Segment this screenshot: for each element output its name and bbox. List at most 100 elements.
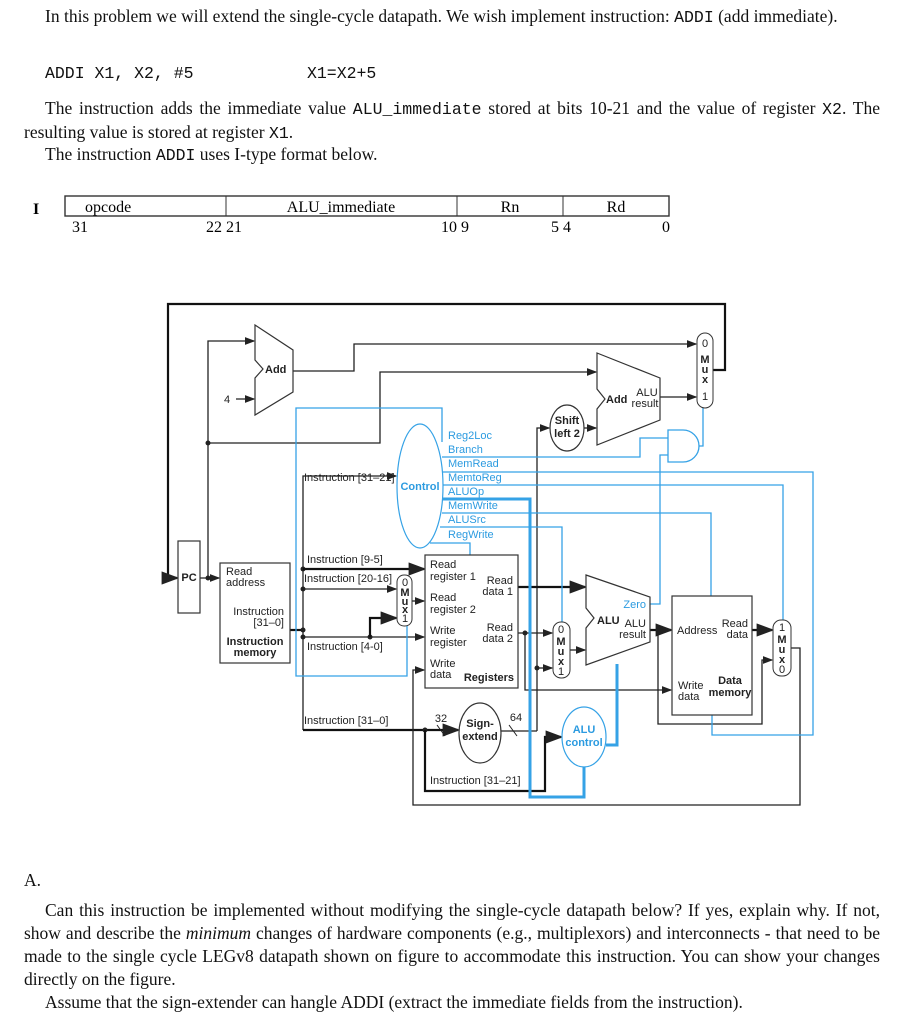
intro-paragraph-1: In this problem we will extend the singl… <box>24 5 880 29</box>
mux-label: 1 <box>558 666 564 678</box>
alu-control <box>561 706 607 768</box>
mux-label: M <box>777 634 786 646</box>
dm-name: Data <box>718 675 743 687</box>
mux-label: 1 <box>779 622 785 634</box>
bit-label: 5 4 <box>551 219 571 236</box>
mux-label: M <box>556 636 565 648</box>
mux-label: M <box>400 587 409 599</box>
signal-memtoreg: MemtoReg <box>448 472 502 484</box>
format-type: I <box>33 201 39 218</box>
dm-label: Read <box>722 618 748 630</box>
wire-label: Instruction [4-0] <box>307 641 383 653</box>
reg2loc-mux <box>396 574 413 627</box>
text: (add immediate). <box>713 6 838 26</box>
mux-label: 0 <box>402 577 408 589</box>
and-gate <box>667 429 700 463</box>
alu <box>585 574 651 666</box>
mux-label: u <box>402 596 409 608</box>
code: ALU_immediate <box>352 100 482 119</box>
reg-label: data 2 <box>482 633 513 645</box>
alusrc-mux <box>552 621 571 679</box>
reg-label: Write <box>430 625 455 637</box>
bit-label: 31 <box>72 219 88 236</box>
pc-source-mux <box>696 332 714 409</box>
mux-label: 0 <box>779 664 785 676</box>
text: stored at bits 10-21 and the value of re… <box>481 98 823 118</box>
reg-label: Read <box>430 592 456 604</box>
branch-adder <box>596 352 661 446</box>
intro-paragraph-3: The instruction ADDI uses I-type format … <box>24 143 880 167</box>
data-memory <box>671 595 753 716</box>
signal-memread: MemRead <box>448 458 499 470</box>
reg-label: register 2 <box>430 604 476 616</box>
pc-register <box>177 540 201 614</box>
bit-width-label: 32 <box>435 713 447 725</box>
mux-label: u <box>558 646 565 658</box>
text: uses I-type format below. <box>195 144 378 164</box>
intro-paragraph-2: The instruction adds the immediate value… <box>24 97 880 145</box>
code-line: ADDI X1, X2, #5 <box>45 64 194 83</box>
text: . <box>288 122 294 142</box>
register-file <box>424 554 519 689</box>
alu-result-label: ALU <box>625 618 646 630</box>
alu-result-label: ALU <box>636 387 657 399</box>
mux-label: x <box>779 654 786 666</box>
text: The instruction adds the immediate value <box>45 98 353 118</box>
adder-label: Add <box>265 364 286 376</box>
code-example: ADDI X1, X2, #5 X1=X2+5 <box>45 64 376 83</box>
wire-label: Instruction [31–21] <box>304 472 395 484</box>
wire-label: Instruction [20-16] <box>304 573 392 585</box>
dm-label: Write <box>678 680 703 692</box>
sign-extend <box>458 702 502 764</box>
sign-extend-label: Sign- <box>466 718 494 730</box>
imem-label: Read <box>226 566 252 578</box>
reg-label: Read <box>487 622 513 634</box>
imem-name: Instruction <box>227 636 284 648</box>
text: changes of hardware components (e.g., mu… <box>24 923 880 989</box>
reg-label: Read <box>487 575 513 587</box>
pc-adder <box>254 323 294 417</box>
imem-name: memory <box>234 647 278 659</box>
instruction-format: I opcode ALU_immediate Rn Rd 31 22 21 10… <box>33 195 670 236</box>
mux-label: 0 <box>558 624 564 636</box>
reg-label: Write <box>430 658 455 670</box>
dm-name: memory <box>709 687 753 699</box>
alu-label: ALU <box>597 615 620 627</box>
reg-label: register 1 <box>430 571 476 583</box>
reg-label: data <box>430 669 452 681</box>
field-rd: Rd <box>607 199 626 216</box>
instruction-memory <box>219 562 291 664</box>
mux-label: 0 <box>702 338 708 350</box>
signal-memwrite: MemWrite <box>448 500 498 512</box>
bit-label: 10 9 <box>441 219 469 236</box>
code-comment: X1=X2+5 <box>307 64 377 83</box>
bit-width-label: 64 <box>510 712 522 724</box>
control-unit <box>396 423 444 549</box>
control-label: Control <box>400 481 439 493</box>
alu-control-label: control <box>565 737 602 749</box>
mux-label: 1 <box>402 613 408 625</box>
emphasis: minimum <box>185 923 251 943</box>
text: . The resulting value is stored at regis… <box>24 98 880 142</box>
wire-label: Instruction [31–21] <box>430 775 521 787</box>
field-opcode: opcode <box>85 199 131 216</box>
imem-label: address <box>226 577 266 589</box>
mux-label: 1 <box>702 391 708 403</box>
shift-label: left 2 <box>554 428 580 440</box>
text: The instruction <box>45 144 156 164</box>
bit-label: 0 <box>662 219 670 236</box>
registers-name: Registers <box>464 672 514 684</box>
mux-label: u <box>702 364 709 376</box>
question-paragraph-2: Assume that the sign-extender can hangle… <box>45 992 743 1012</box>
imem-label: [31–0] <box>253 617 284 629</box>
mux-label: x <box>402 604 409 616</box>
wire-label: Instruction [9-5] <box>307 554 383 566</box>
signal-alusrc: ALUSrc <box>448 514 486 526</box>
dm-label: data <box>727 629 749 641</box>
datapath-diagram: PC Add 4 Add ALU result Shift left 2 0 M… <box>161 302 814 806</box>
signal-branch: Branch <box>448 444 483 456</box>
shift-label: Shift <box>555 415 580 427</box>
field-rn: Rn <box>501 199 520 216</box>
reg-label: Read <box>430 559 456 571</box>
